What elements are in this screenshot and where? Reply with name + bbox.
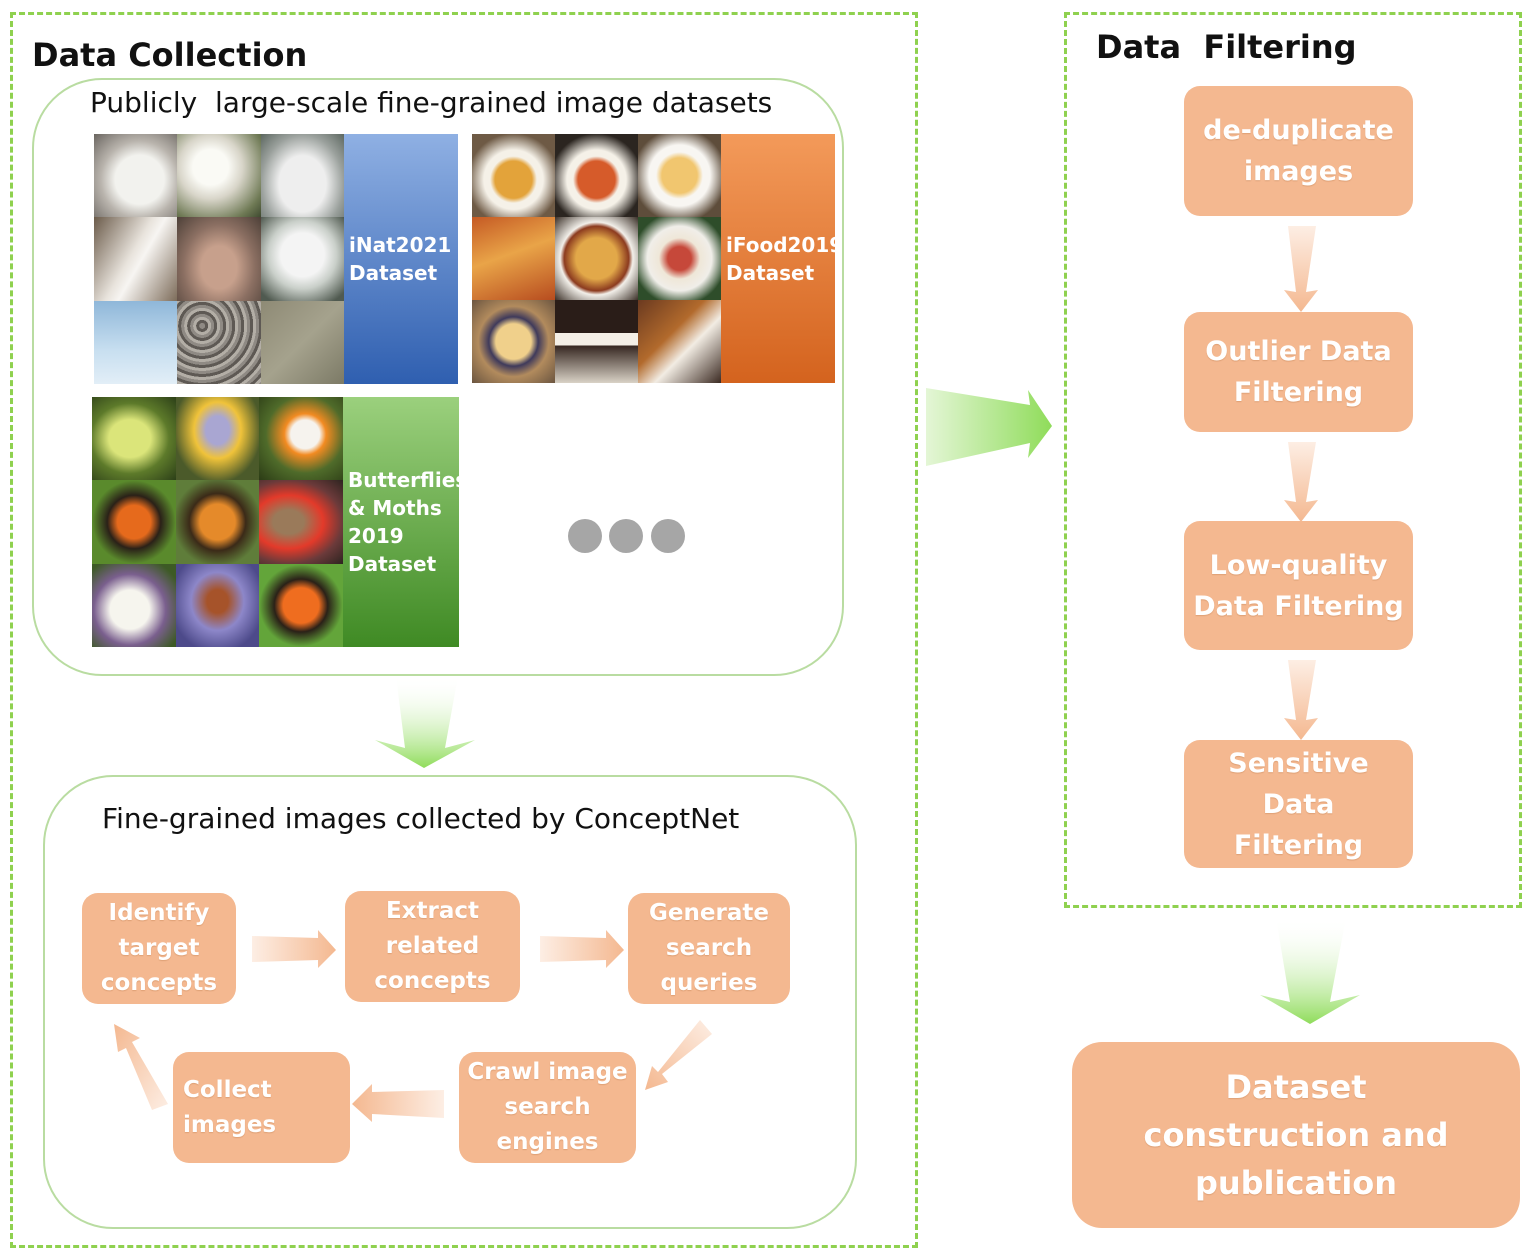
blur-photo <box>260 300 344 384</box>
soup-photo <box>472 134 555 217</box>
comma-butterfly-photo <box>175 480 260 564</box>
butterflies-label: Butterflies & Moths 2019 Dataset <box>343 397 467 647</box>
white-bird-photo <box>260 134 344 218</box>
blue-butterfly-photo <box>175 397 260 481</box>
sky-photo <box>94 300 178 384</box>
extract-related-concepts-box: Extract related concepts <box>345 891 520 1002</box>
gravel-photo <box>177 300 261 384</box>
dataset-publication-box: Dataset construction and publication <box>1072 1042 1520 1228</box>
ifood2019-label: iFood2019 Dataset <box>721 134 843 383</box>
outlier-data-filtering-box: Outlier Data Filtering <box>1184 312 1413 432</box>
identify-target-concepts-box: Identify target concepts <box>82 893 236 1004</box>
data-filtering-panel <box>1064 12 1522 908</box>
arrow-collection-down <box>375 676 475 768</box>
arrow-cycle-5 <box>114 1024 168 1110</box>
pasta-photo <box>555 217 638 300</box>
yellow-butterfly-photo <box>92 397 176 481</box>
dandelion-photo <box>260 217 344 301</box>
conceptnet-title: Fine-grained images collected by Concept… <box>102 802 740 835</box>
data-collection-panel <box>10 12 918 1248</box>
arrow-to-filtering <box>926 388 1052 466</box>
white-flowers-photo <box>177 134 261 218</box>
data-collection-title: Data Collection <box>32 36 308 74</box>
copper-butterfly-2-photo <box>259 563 343 647</box>
sensitive-data-filtering-box: Sensitive Data Filtering <box>1184 740 1413 868</box>
cheesecake-photo <box>472 300 555 383</box>
lasagna-photo <box>472 217 555 300</box>
arrow-cycle-2 <box>540 930 624 968</box>
generate-search-queries-box: Generate search queries <box>628 893 790 1004</box>
salad-plate-photo <box>638 217 721 300</box>
deduplicate-images-box: de-duplicate images <box>1184 86 1413 216</box>
coral-fungus-photo <box>94 217 178 301</box>
arrow-filter-1 <box>1284 226 1318 312</box>
data-filtering-title: Data Filtering <box>1096 28 1357 66</box>
tomato-soup-photo <box>555 134 638 217</box>
layer-cake-photo <box>638 300 721 383</box>
collect-images-box: Collect images <box>173 1052 350 1163</box>
copper-butterfly-photo <box>92 480 176 564</box>
chowder-photo <box>638 134 721 217</box>
more-datasets-dot-2 <box>609 519 643 553</box>
animal-nose-photo <box>177 217 261 301</box>
ifood2019-image-grid <box>472 134 721 383</box>
crawl-search-engines-box: Crawl image search engines <box>459 1052 636 1163</box>
arrow-filter-2 <box>1284 442 1318 522</box>
butterflies-image-grid <box>92 397 343 647</box>
more-datasets-dot-1 <box>568 519 602 553</box>
low-quality-data-filtering-box: Low-quality Data Filtering <box>1184 521 1413 650</box>
purple-moth-photo <box>175 563 260 647</box>
chocolate-cake-photo <box>555 300 638 383</box>
more-datasets-dot-3 <box>651 519 685 553</box>
white-butterfly-photo <box>92 563 176 647</box>
arrow-filter-3 <box>1284 660 1318 740</box>
conceptnet-section <box>43 775 857 1229</box>
public-datasets-title: Publicly large-scale fine-grained image … <box>90 86 773 119</box>
inat2021-label: iNat2021 Dataset <box>344 134 458 384</box>
arrow-filtering-down <box>1260 918 1360 1024</box>
orange-tip-butterfly-photo <box>259 397 343 481</box>
owl-photo <box>94 134 178 218</box>
arrow-cycle-1 <box>252 930 336 968</box>
public-datasets-section <box>32 78 844 676</box>
arrow-cycle-3 <box>645 1020 712 1090</box>
moth-flower-photo <box>259 480 343 564</box>
inat2021-image-grid <box>94 134 344 384</box>
arrow-cycle-4 <box>352 1084 444 1122</box>
